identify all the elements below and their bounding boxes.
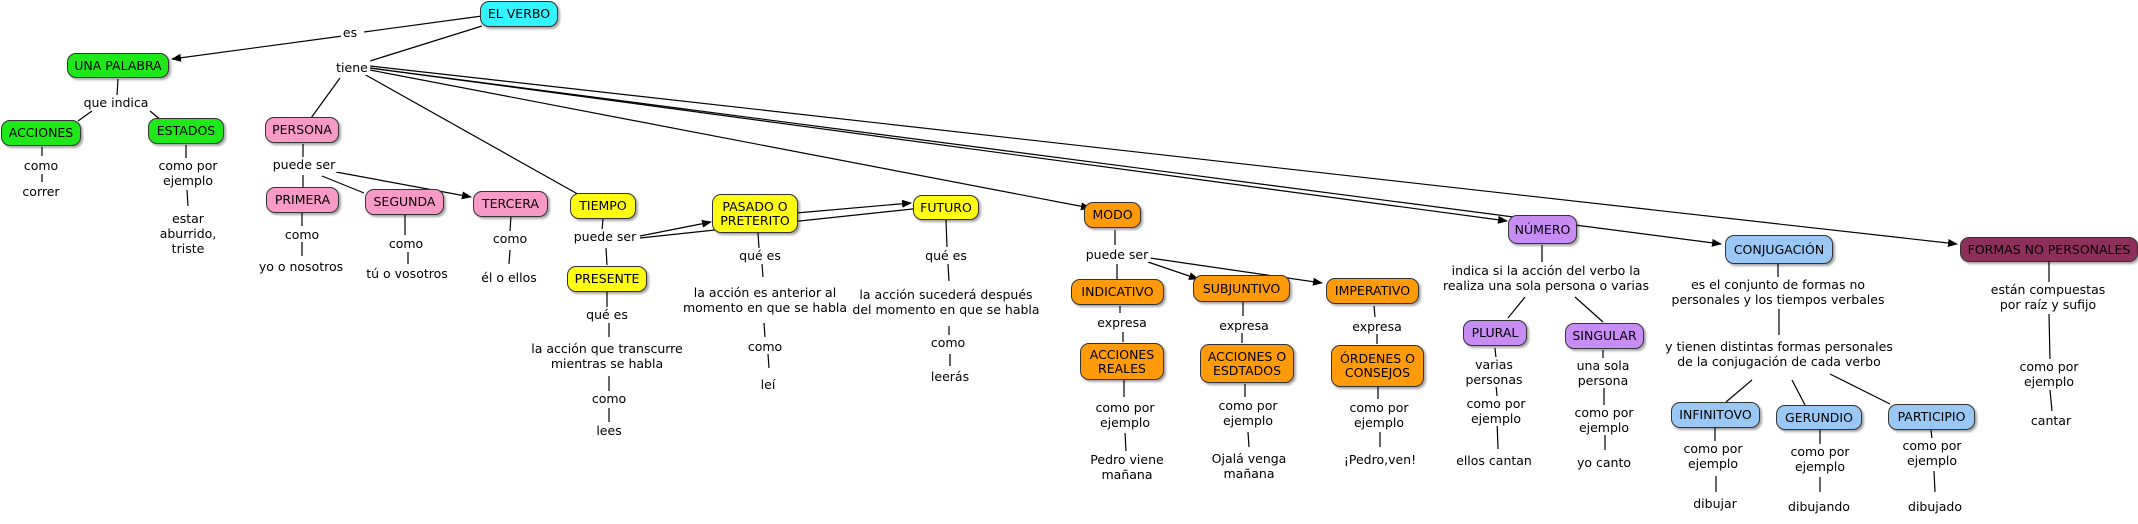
concept-infinitivo[interactable]: INFINITOVO <box>1671 402 1760 428</box>
example-leeras: leerás <box>928 369 972 384</box>
example-pedro-ven: ¡Pedro,ven! <box>1341 452 1419 467</box>
link-expresa-imperativo: expresa <box>1350 319 1404 334</box>
link-varias-personas: varias personas <box>1463 357 1525 387</box>
link-puede-ser-modo: puede ser <box>1083 247 1151 262</box>
example-el-o-ellos: él o ellos <box>479 270 539 285</box>
concept-modo[interactable]: MODO <box>1084 202 1141 228</box>
concept-tercera[interactable]: TERCERA <box>473 191 548 217</box>
example-ojala-venga: Ojalá venga mañana <box>1209 451 1289 481</box>
link-como-por-ejemplo-estados: como por ejemplo <box>156 158 220 188</box>
concept-conjugacion[interactable]: CONJUGACIÓN <box>1725 235 1833 264</box>
example-estar-aburrido: estar aburrido, triste <box>157 211 219 256</box>
definition-conjugacion: es el conjunto de formas no personales y… <box>1669 277 1887 307</box>
link-como-segunda: como <box>386 236 426 251</box>
example-dibujar: dibujar <box>1691 496 1739 511</box>
example-dibujando: dibujando <box>1786 499 1852 514</box>
link-es: es <box>340 25 360 40</box>
concept-numero[interactable]: NÚMERO <box>1508 215 1577 244</box>
concept-una-palabra[interactable]: UNA PALABRA <box>67 53 169 78</box>
link-como-acciones: como <box>21 158 61 173</box>
definition-numero: indica si la acción del verbo la realiza… <box>1440 263 1652 293</box>
link-expresa-indicativo: expresa <box>1095 315 1149 330</box>
concept-el-verbo[interactable]: EL VERBO <box>480 1 558 27</box>
link-una-sola-persona: una sola persona <box>1574 358 1632 388</box>
example-pedro-viene: Pedro viene mañana <box>1088 452 1166 482</box>
example-yo-canto: yo canto <box>1574 455 1634 470</box>
link-que-es-futuro: qué es <box>923 248 969 263</box>
concept-acciones-o-esdtados[interactable]: ACCIONES O ESDTADOS <box>1200 344 1294 383</box>
link-como-por-ejemplo-ordenes: como por ejemplo <box>1347 400 1411 430</box>
concept-segunda[interactable]: SEGUNDA <box>365 189 444 215</box>
link-como-por-ejemplo-plural: como por ejemplo <box>1464 396 1528 426</box>
link-que-es-presente: qué es <box>584 307 630 322</box>
link-como-futuro: como <box>928 335 968 350</box>
link-como-tercera: como <box>490 231 530 246</box>
link-como-por-ejemplo-infinitivo: como por ejemplo <box>1681 441 1745 471</box>
concept-pasado-o-preterito[interactable]: PASADO O PRETERITO <box>712 194 798 233</box>
example-tu-o-vosotros: tú o vosotros <box>364 266 450 281</box>
example-lees: lees <box>594 423 624 438</box>
concept-ordenes-o-consejos[interactable]: ÓRDENES O CONSEJOS <box>1331 345 1424 387</box>
concept-gerundio[interactable]: GERUNDIO <box>1776 405 1862 430</box>
link-tiene: tiene <box>334 60 370 75</box>
link-puede-ser-persona: puede ser <box>270 157 338 172</box>
concept-singular[interactable]: SINGULAR <box>1565 323 1644 349</box>
link-como-por-ejemplo-formas: como por ejemplo <box>2017 359 2081 389</box>
concept-participio[interactable]: PARTICIPIO <box>1888 404 1975 430</box>
link-como-primera: como <box>282 227 322 242</box>
example-cantar: cantar <box>2028 413 2074 428</box>
link-puede-ser-tiempo: puede ser <box>571 229 639 244</box>
example-correr: correr <box>20 184 62 199</box>
definition-presente: la acción que transcurre mientras se hab… <box>529 341 685 371</box>
definition-pasado: la acción es anterior al momento en que … <box>680 285 850 315</box>
concept-presente[interactable]: PRESENTE <box>567 266 647 292</box>
link-que-es-pasado: qué es <box>737 248 783 263</box>
concept-imperativo[interactable]: IMPERATIVO <box>1326 278 1419 304</box>
example-dibujado: dibujado <box>1906 499 1964 514</box>
concept-primera[interactable]: PRIMERA <box>266 187 339 213</box>
concept-acciones[interactable]: ACCIONES <box>1 120 81 146</box>
concept-persona[interactable]: PERSONA <box>265 117 339 143</box>
link-como-por-ejemplo-singular: como por ejemplo <box>1572 405 1636 435</box>
example-ellos-cantan: ellos cantan <box>1454 453 1534 468</box>
link-expresa-subjuntivo: expresa <box>1217 318 1271 333</box>
concept-indicativo[interactable]: INDICATIVO <box>1071 279 1164 305</box>
link-como-presente: como <box>589 391 629 406</box>
link-como-por-ejemplo-gerundio: como por ejemplo <box>1788 444 1852 474</box>
link-como-pasado: como <box>745 339 785 354</box>
concept-futuro[interactable]: FUTURO <box>913 195 979 220</box>
example-yo-o-nosotros: yo o nosotros <box>256 259 346 274</box>
example-lei: leí <box>758 377 778 392</box>
definition-formas-no-personales: están compuestas por raíz y sufijo <box>1988 282 2108 312</box>
link-que-indica: que indica <box>81 95 151 110</box>
link-como-por-ejemplo-esdtados: como por ejemplo <box>1216 398 1280 428</box>
concept-tiempo[interactable]: TIEMPO <box>570 193 636 219</box>
concept-plural[interactable]: PLURAL <box>1463 320 1527 346</box>
concept-subjuntivo[interactable]: SUBJUNTIVO <box>1193 275 1290 302</box>
concept-estados[interactable]: ESTADOS <box>148 118 224 144</box>
link-como-por-ejemplo-participio: como por ejemplo <box>1900 438 1964 468</box>
concept-acciones-reales[interactable]: ACCIONES REALES <box>1080 343 1164 380</box>
definition-futuro: la acción sucederá después del momento e… <box>850 287 1042 317</box>
link-y-tienen: y tienen distintas formas personales de … <box>1663 339 1895 369</box>
concept-formas-no-personales[interactable]: FORMAS NO PERSONALES <box>1960 237 2138 262</box>
link-como-por-ejemplo-reales: como por ejemplo <box>1093 400 1157 430</box>
